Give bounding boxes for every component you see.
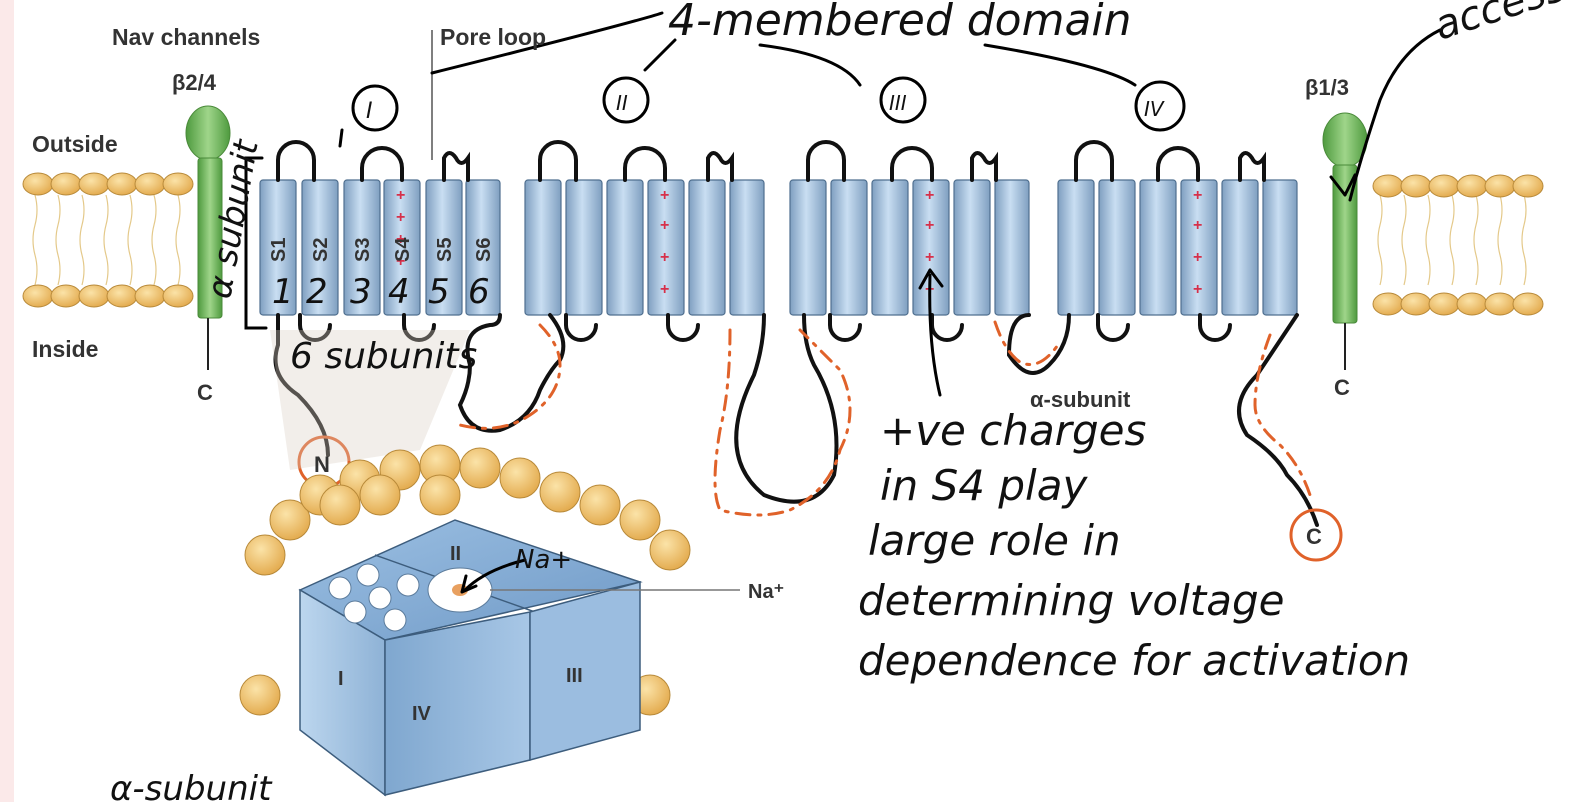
pore-cube — [239, 444, 740, 797]
svg-text:+: + — [925, 217, 934, 234]
domain-i-helices — [259, 140, 501, 342]
domain-iv-helices — [1057, 140, 1298, 342]
svg-text:+: + — [925, 249, 934, 266]
label-c-left: C — [197, 380, 213, 405]
hand-membered-domain: 4-membered domain — [668, 0, 1132, 46]
hand-charge-line-5: dependence for activation — [858, 636, 1410, 685]
hand-num-1: 1 — [272, 272, 294, 312]
hand-domain-ii: II — [616, 91, 628, 115]
hand-domain-iii: III — [889, 91, 907, 115]
cube-label-iii: III — [566, 665, 583, 687]
hand-num-6: 6 — [468, 272, 490, 312]
segment-s3: S3 — [352, 238, 374, 262]
segment-s2: S2 — [310, 238, 332, 262]
hand-bottom-partial: α-subunit — [110, 769, 273, 802]
hand-num-5: 5 — [428, 272, 450, 312]
hand-na-plus: Na+ — [515, 545, 572, 575]
orange-annotations — [297, 320, 1343, 562]
hand-domain-iv: IV — [1144, 97, 1165, 121]
domain-iii-helices — [789, 140, 1030, 342]
left-border — [0, 0, 14, 802]
hand-num-2: 2 — [306, 272, 328, 312]
handwritten-strokes — [244, 11, 1442, 594]
label-alpha-subunit: α-subunit — [1030, 387, 1131, 412]
beta-2-4-subunit — [185, 105, 231, 370]
hand-charge-line-4: determining voltage — [858, 576, 1285, 625]
svg-text:+: + — [660, 217, 669, 234]
segment-s1: S1 — [268, 238, 290, 262]
hand-accessory-subunit: accessory subunit — [1429, 0, 1570, 50]
domain-ii-helices — [524, 140, 765, 342]
label-n-terminus: N — [314, 452, 330, 477]
segment-s4: S4 — [392, 237, 414, 262]
hand-domain-i: I — [366, 99, 373, 124]
label-inside: Inside — [32, 336, 98, 362]
hand-charge-line-2: in S4 play — [880, 461, 1088, 510]
segment-s6: S6 — [473, 238, 495, 262]
svg-text:+: + — [925, 187, 934, 204]
c-terminus-circle — [1289, 508, 1343, 562]
label-beta-2-4: β2/4 — [172, 70, 217, 95]
svg-text:+: + — [660, 281, 669, 298]
cube-label-i: I — [338, 668, 344, 690]
hand-num-3: 3 — [350, 272, 372, 312]
label-outside: Outside — [32, 131, 118, 157]
label-c-right: C — [1334, 375, 1350, 400]
intracellular-linkers — [273, 313, 1319, 527]
projection-cone — [270, 330, 470, 470]
hand-charge-line-3: large role in — [868, 516, 1121, 565]
label-pore-loop: Pore loop — [440, 24, 546, 50]
svg-text:+: + — [396, 187, 405, 204]
svg-text:+: + — [1193, 187, 1202, 204]
segment-s5: S5 — [434, 238, 456, 262]
svg-text:+: + — [1193, 249, 1202, 266]
svg-text:+: + — [660, 187, 669, 204]
hand-num-4: 4 — [388, 272, 410, 312]
hand-helix-numbers: 1 2 3 4 5 6 — [272, 272, 490, 312]
membrane-left — [22, 172, 194, 308]
beta-1-3-subunit — [1322, 112, 1368, 370]
cube-label-iv: IV — [412, 703, 432, 725]
segment-labels: S1 S2 S3 S4 S5 S6 — [268, 237, 495, 262]
svg-text:+: + — [660, 249, 669, 266]
hand-charge-line-1: +ve charges — [880, 406, 1146, 455]
svg-text:+: + — [1193, 217, 1202, 234]
membrane-right — [1372, 174, 1544, 316]
label-beta-1-3: β1/3 — [1305, 75, 1349, 100]
svg-text:+: + — [396, 209, 405, 226]
label-nav-channels: Nav channels — [112, 24, 260, 50]
svg-text:+: + — [396, 231, 405, 248]
cube-label-ii: II — [450, 543, 461, 565]
svg-text:+: + — [396, 253, 405, 270]
label-c-end: C — [1306, 524, 1322, 549]
hand-six-subunits: 6 subunits — [290, 336, 477, 377]
svg-text:+: + — [1193, 281, 1202, 298]
label-na-plus: Na⁺ — [748, 581, 784, 603]
